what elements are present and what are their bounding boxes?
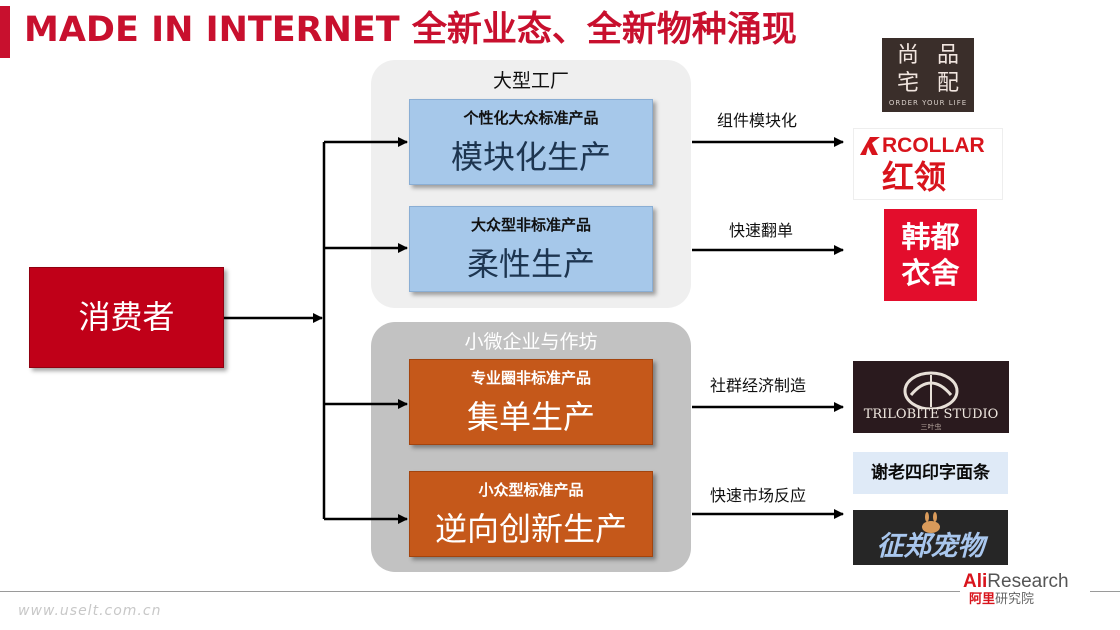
logo-char: 品 [936,43,959,68]
mode-box-aggregated: 专业圈非标准产品 集单生产 [409,359,653,445]
handu-line1: 韩都 [901,220,960,254]
zhengzhou-text: 征郑宠物 [876,531,985,562]
rcollar-mark-icon [860,137,880,155]
mode-main: 模块化生产 [450,138,611,176]
mode-sub: 大众型非标准产品 [470,216,591,234]
edge-label: 社群经济制造 [710,376,807,395]
mode-sub: 小众型标准产品 [478,481,584,499]
logo-zhengzhou: 征郑宠物 [853,510,1008,565]
group-label-workshop: 小微企业与作坊 [464,331,598,353]
rcollar-en: RCOLLAR [882,134,985,157]
mode-box-reverse: 小众型标准产品 逆向创新生产 [409,471,653,557]
logo-char: 宅 [896,71,919,96]
logo-aliresearch: AliResearch 阿里研究院 [963,571,1085,611]
edge-label: 组件模块化 [717,111,798,130]
logo-handu: 韩都 衣舍 [884,209,977,301]
mode-box-flexible: 大众型非标准产品 柔性生产 [409,206,653,292]
trilobite-text: TRILOBITE STUDIO [863,407,999,422]
trilobite-icon [903,371,959,409]
xielaosi-text: 谢老四印字面条 [871,463,990,483]
mode-box-modular: 个性化大众标准产品 模块化生产 [409,99,653,185]
watermark: www.uselt.com.cn [18,603,162,619]
mode-sub: 个性化大众标准产品 [463,109,599,127]
mode-sub: 专业圈非标准产品 [470,369,591,387]
logo-char: 配 [936,71,959,96]
research-cn-text: 研究院 [995,592,1035,607]
edge-label: 快速翻单 [729,221,794,240]
page-title: MADE IN INTERNET 全新业态、全新物种涌现 [24,10,797,50]
logo-trilobite: TRILOBITE STUDIO 三叶虫 [853,361,1009,433]
logo-rcollar: RCOLLAR 红领 [853,128,1003,200]
group-label-factory: 大型工厂 [492,70,569,92]
edge-label: 快速市场反应 [710,486,807,505]
footer-divider-right [1090,591,1120,592]
title-accent-bar [0,6,10,58]
logo-xielaosi: 谢老四印字面条 [853,452,1008,494]
ali-cn-text: 阿里 [969,592,996,607]
mode-main: 集单生产 [466,398,595,436]
trilobite-small: 三叶虫 [920,423,942,431]
mode-main: 柔性生产 [466,245,595,283]
consumer-box: 消费者 [29,267,224,368]
research-text: Research [987,571,1069,592]
rabbit-icon [922,512,940,533]
logo-char: 尚 [896,43,919,68]
handu-line2: 衣舍 [901,256,960,290]
logo-tagline: ORDER YOUR LIFE [888,99,968,107]
ali-text: Ali [963,571,988,592]
rcollar-cn: 红领 [882,158,947,196]
mode-main: 逆向创新生产 [434,510,627,548]
footer-divider [0,591,960,592]
logo-shangpin: 尚 品 宅 配 ORDER YOUR LIFE [882,38,974,112]
